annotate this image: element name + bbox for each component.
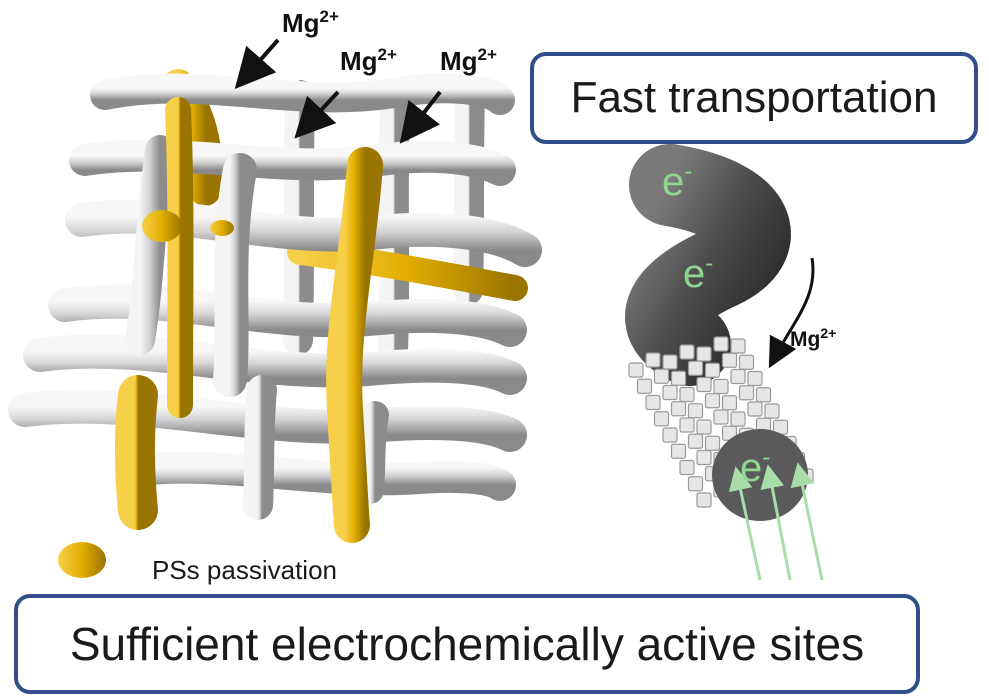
cube: [662, 427, 678, 443]
passivation-rods-front: [115, 97, 459, 543]
cube: [645, 394, 661, 411]
cube: [721, 352, 738, 368]
cube: [730, 411, 746, 427]
cube: [645, 352, 661, 368]
cube: [696, 492, 712, 508]
legend-passivation-label: PSs passivation: [152, 555, 337, 585]
cube: [653, 411, 670, 427]
cube: [679, 417, 695, 433]
mg-ion-label: Mg2+: [340, 45, 397, 76]
cube: [713, 409, 729, 425]
cube: [687, 360, 704, 376]
cube: [662, 354, 678, 370]
cube: [738, 385, 755, 401]
cube: [696, 346, 712, 362]
cube: [696, 449, 712, 466]
cube: [730, 368, 746, 385]
mg-ion-label: Mg2+: [440, 45, 497, 76]
legend-droplet-icon: [58, 542, 106, 578]
cube: [747, 401, 763, 417]
cube: [670, 370, 687, 386]
cube: [628, 362, 644, 378]
fast-transportation-box: Fast transportation: [530, 52, 978, 144]
mg-arrows: [234, 38, 442, 144]
cube: [679, 386, 695, 403]
active-sites-label: Sufficient electrochemically active site…: [69, 618, 865, 670]
cube: [713, 378, 729, 395]
cube: [730, 338, 746, 354]
cube: [704, 435, 721, 451]
mg-ion-label: Mg2+: [282, 7, 339, 38]
cube: [670, 443, 687, 459]
cube: [687, 476, 704, 492]
conductor-end-cap: [712, 429, 808, 521]
cube: [687, 433, 704, 449]
cube: [704, 393, 721, 409]
active-sites-box: Sufficient electrochemically active site…: [14, 594, 920, 694]
electron-label: e-: [662, 158, 693, 204]
passivation-blob: [142, 210, 182, 242]
cube: [636, 378, 653, 394]
cube: [755, 387, 772, 403]
electron-label: e-: [740, 444, 771, 490]
electron-label: e-: [683, 250, 714, 296]
cube: [747, 370, 763, 387]
cube: [696, 376, 712, 393]
cube: [662, 384, 678, 401]
electron-arrows: [728, 462, 824, 581]
cube: [738, 354, 755, 370]
cube: [721, 395, 738, 411]
conductor-wire: [625, 144, 791, 386]
cube: [670, 401, 687, 417]
passivation-blob: [210, 220, 234, 236]
cube: [679, 459, 695, 476]
cube: [713, 336, 729, 352]
cube: [679, 344, 695, 360]
cube: [696, 419, 712, 435]
fast-transportation-label: Fast transportation: [570, 73, 938, 122]
vertical-fibers-front: [116, 135, 389, 520]
mg-diffusion-arrow: [768, 257, 815, 369]
cube: [653, 368, 670, 384]
cube: [704, 362, 721, 378]
cube: [764, 403, 780, 419]
cube: [687, 403, 704, 419]
mg-ion-label: Mg2+: [790, 325, 837, 351]
